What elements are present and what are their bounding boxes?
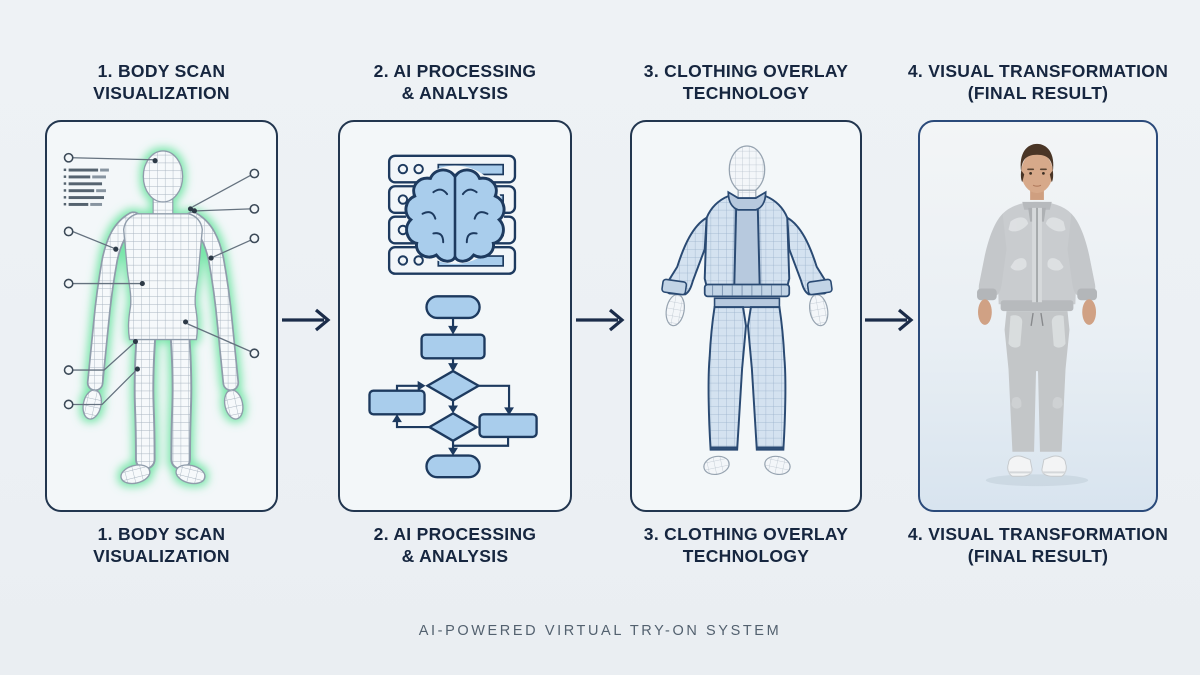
scan-data-readout xyxy=(63,168,109,206)
step-2-title-top: 2. AI PROCESSING & ANALYSIS xyxy=(373,61,537,104)
step-1-title-bottom: 1. BODY SCAN VISUALIZATION xyxy=(93,524,230,567)
flow-arrow-icon-1 xyxy=(282,308,331,332)
scan-callout-dots xyxy=(113,158,214,372)
footer-caption: AI-POWERED VIRTUAL TRY-ON SYSTEM xyxy=(418,623,782,639)
wireframe-body-under-clothes xyxy=(665,145,829,476)
flow-arrow-icon-2 xyxy=(576,308,625,332)
brain-icon xyxy=(404,168,506,263)
step-2-title-bottom: 2. AI PROCESSING & ANALYSIS xyxy=(373,524,537,567)
ai-processing-illustration xyxy=(368,154,538,479)
wireframe-pants xyxy=(707,297,787,451)
flow-arrow-icon-3 xyxy=(865,308,914,332)
clothing-overlay-illustration xyxy=(661,145,833,476)
step-4-title-bottom: 4. VISUAL TRANSFORMATION (FINAL RESULT) xyxy=(907,524,1169,567)
wireframe-jacket xyxy=(661,190,833,298)
scan-callout-markers xyxy=(72,157,251,406)
avatar-figure xyxy=(977,143,1097,477)
step-1-title-top: 1. BODY SCAN VISUALIZATION xyxy=(93,61,230,104)
step-3-title-top: 3. CLOTHING OVERLAY TECHNOLOGY xyxy=(643,61,849,104)
body-wireframe-scan-icon xyxy=(63,150,260,485)
step-4-title-top: 4. VISUAL TRANSFORMATION (FINAL RESULT) xyxy=(907,61,1169,104)
wireframe-body-figure xyxy=(82,150,244,485)
avatar-shadow xyxy=(985,474,1089,487)
step-2-panel xyxy=(338,120,572,512)
step-1-panel xyxy=(45,120,278,512)
avatar-final-render xyxy=(977,143,1097,487)
step-3-panel xyxy=(630,120,862,512)
step-3-title-bottom: 3. CLOTHING OVERLAY TECHNOLOGY xyxy=(643,524,849,567)
scan-callout-circles xyxy=(63,152,260,410)
step-4-panel xyxy=(918,120,1158,512)
flowchart-icon xyxy=(368,295,538,479)
